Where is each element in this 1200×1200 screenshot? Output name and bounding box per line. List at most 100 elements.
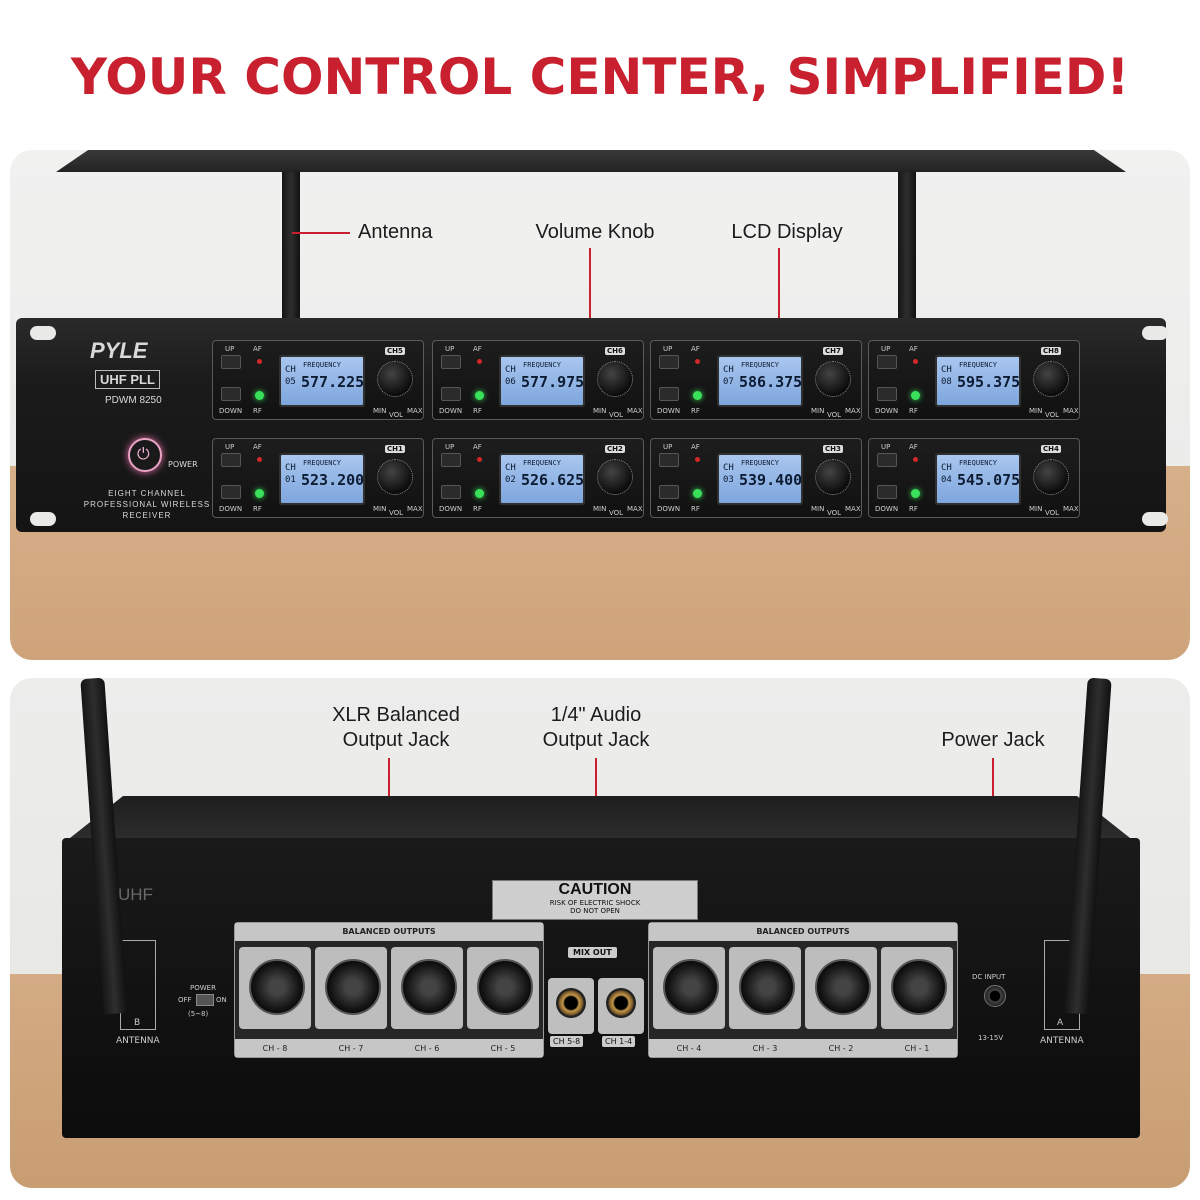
channel-tag: CH4 <box>1041 445 1061 453</box>
down-button[interactable] <box>877 485 897 499</box>
power-button[interactable] <box>128 438 162 472</box>
down-button[interactable] <box>659 387 679 401</box>
volume-knob[interactable] <box>1033 459 1069 495</box>
xlr-footer <box>235 1039 543 1057</box>
power-label: POWER <box>168 460 198 469</box>
af-led <box>477 457 482 462</box>
up-button[interactable] <box>221 355 241 369</box>
max-label: MAX <box>1063 407 1079 415</box>
min-label: MIN <box>1029 505 1043 513</box>
lcd-frequency-value: 595.375 <box>957 373 1021 391</box>
down-button[interactable] <box>441 485 461 499</box>
brand-logo: PYLE <box>90 338 148 363</box>
up-button[interactable] <box>659 355 679 369</box>
vol-label: VOL <box>827 509 842 517</box>
down-button[interactable] <box>877 387 897 401</box>
min-label: MIN <box>593 407 607 415</box>
xlr-label: CH - 3 <box>752 1044 778 1053</box>
up-button[interactable] <box>441 355 461 369</box>
lcd-frequency-value: 545.075 <box>957 471 1021 489</box>
af-led <box>257 359 262 364</box>
af-label: AF <box>473 443 482 451</box>
up-label: UP <box>445 443 455 451</box>
up-label: UP <box>881 443 891 451</box>
lcd-channel-number: 07 <box>723 377 734 387</box>
up-button[interactable] <box>877 453 897 467</box>
xlr-callout-line1: XLR Balanced <box>332 704 460 726</box>
max-label: MAX <box>1063 505 1079 513</box>
xlr-jack-ch3[interactable]: CH - 3 <box>729 947 801 1053</box>
balanced-outputs-label: BALANCED OUTPUTS <box>235 923 543 941</box>
front-antenna-left <box>282 150 300 320</box>
max-label: MAX <box>845 407 861 415</box>
volume-knob-pointer <box>589 248 591 386</box>
max-label: MAX <box>407 407 423 415</box>
caution-sub-1: RISK OF ELECTRIC SHOCK <box>549 899 641 907</box>
xlr-jack-ch5[interactable]: CH - 5 <box>467 947 539 1053</box>
quarter-jack-ch1-4[interactable] <box>598 978 644 1034</box>
down-label: DOWN <box>657 407 681 415</box>
caution-label: CAUTION RISK OF ELECTRIC SHOCK DO NOT OP… <box>492 880 698 920</box>
af-label: AF <box>909 443 918 451</box>
volume-knob[interactable] <box>1033 361 1069 397</box>
power-switch-on: ON <box>216 996 227 1004</box>
xlr-label: CH - 2 <box>828 1044 854 1053</box>
up-button[interactable] <box>877 355 897 369</box>
model-number: PDWM 8250 <box>105 395 162 406</box>
channel-tag: CH1 <box>385 445 405 453</box>
af-led <box>913 457 918 462</box>
channel-tag: CH6 <box>605 347 625 355</box>
rf-label: RF <box>909 407 918 415</box>
mix-out-label: MIX OUT <box>568 947 617 958</box>
lcd-display-callout: LCD Display <box>731 221 843 243</box>
uhf-print: UHF <box>118 885 153 904</box>
channel-tag: CH3 <box>823 445 843 453</box>
up-label: UP <box>881 345 891 353</box>
xlr-jack-ch7[interactable]: CH - 7 <box>315 947 387 1053</box>
receiver-description: EIGHT CHANNEL PROFESSIONAL WIRELESS RECE… <box>83 489 211 520</box>
up-button[interactable] <box>659 453 679 467</box>
volume-knob[interactable] <box>597 459 633 495</box>
volume-knob-callout: Volume Knob <box>535 221 655 243</box>
volume-knob[interactable] <box>377 459 413 495</box>
xlr-jack-ch4[interactable]: CH - 4 <box>653 947 725 1053</box>
volume-knob[interactable] <box>377 361 413 397</box>
uhf-pll-badge: UHF PLL <box>95 370 160 389</box>
down-button[interactable] <box>441 387 461 401</box>
volume-knob[interactable] <box>815 459 851 495</box>
xlr-jack-ch1[interactable]: CH - 1 <box>881 947 953 1053</box>
rear-chassis-top <box>70 796 1130 838</box>
rack-ear-hole <box>30 326 56 340</box>
lcd-display-pointer <box>778 248 780 368</box>
dc-power-jack[interactable] <box>984 985 1006 1007</box>
down-button[interactable] <box>221 387 241 401</box>
lcd-ch-label: CH <box>723 463 734 473</box>
quarter-jack-ch5-8[interactable] <box>548 978 594 1034</box>
lcd-ch-label: CH <box>505 463 516 473</box>
antenna-b-label: ANTENNA <box>116 1036 160 1046</box>
down-label: DOWN <box>875 407 899 415</box>
lcd-frequency-label: FREQUENCY <box>523 459 561 467</box>
down-button[interactable] <box>659 485 679 499</box>
volume-knob[interactable] <box>597 361 633 397</box>
lcd-channel-number: 01 <box>285 475 296 485</box>
rack-ear-hole <box>30 512 56 526</box>
antenna-callout: Antenna <box>358 221 433 243</box>
down-button[interactable] <box>221 485 241 499</box>
volume-knob[interactable] <box>815 361 851 397</box>
up-button[interactable] <box>441 453 461 467</box>
xlr-jack-ch8[interactable]: CH - 8 <box>239 947 311 1053</box>
max-label: MAX <box>845 505 861 513</box>
up-button[interactable] <box>221 453 241 467</box>
front-antenna-right <box>898 150 916 320</box>
xlr-jack-ch6[interactable]: CH - 6 <box>391 947 463 1053</box>
xlr-label: CH - 7 <box>338 1044 364 1053</box>
lcd-frequency-value: 586.375 <box>739 373 803 391</box>
lcd-frequency-value: 526.625 <box>521 471 585 489</box>
lcd-frequency-value: 577.975 <box>521 373 585 391</box>
power-switch[interactable] <box>196 994 214 1006</box>
xlr-jack-ch2[interactable]: CH - 2 <box>805 947 877 1053</box>
